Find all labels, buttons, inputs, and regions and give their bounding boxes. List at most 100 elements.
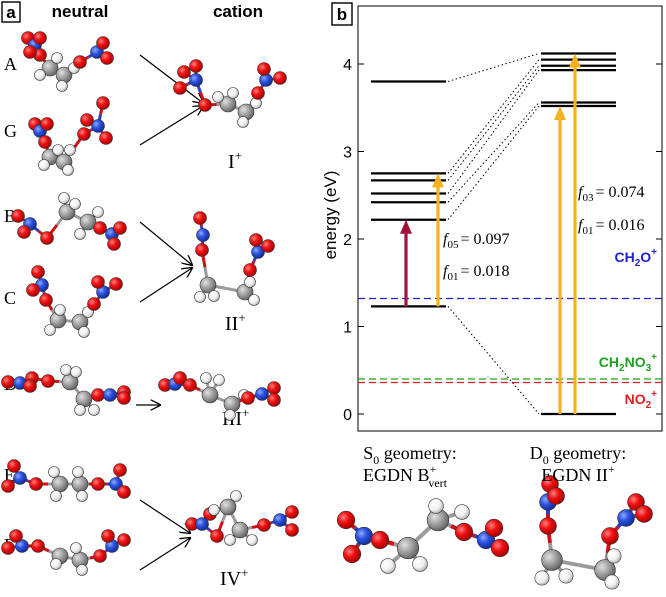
atom-O (1, 479, 15, 493)
atom-H (200, 372, 212, 384)
f01-right-label: f01= 0.016 (578, 217, 644, 237)
atom-O (547, 487, 565, 505)
atom-O (93, 221, 107, 235)
atom-O (77, 127, 91, 141)
atom-H (224, 409, 236, 421)
atom-O (113, 221, 127, 235)
molecule-B (11, 192, 127, 251)
atom-H (454, 504, 470, 520)
atom-O (38, 135, 52, 149)
atom-O (539, 517, 557, 535)
atom-O (11, 209, 25, 223)
atom-O (342, 544, 362, 564)
atom-O (91, 388, 105, 402)
transition-arrow-head (432, 173, 444, 188)
right-caption-line2: EGDN II+ (541, 462, 614, 485)
atom-O (177, 65, 191, 79)
molecule-II (193, 211, 275, 306)
label-B: B (4, 206, 16, 226)
connector-line (447, 53, 540, 82)
atom-O (370, 530, 390, 550)
atom-H (606, 548, 622, 564)
atom-O (87, 297, 101, 311)
atom-O (41, 374, 55, 388)
atom-O (117, 533, 131, 547)
atom-O (96, 36, 110, 50)
atom-N (273, 513, 287, 527)
atom-O (117, 485, 131, 499)
ch2no3-threshold-label: CH2NO3+ (599, 352, 657, 374)
atom-H (380, 558, 396, 574)
atom-H (224, 534, 236, 546)
atom-O (101, 529, 115, 543)
atom-H (248, 294, 260, 306)
panel-a: a neutral cation A G B C D E F I+ II+ II… (1, 1, 653, 590)
atom-H (88, 404, 100, 416)
atom-C (201, 386, 219, 404)
arrow-G-to-I (139, 106, 203, 146)
product-I-label: I+ (228, 148, 242, 173)
atom-H (70, 542, 82, 554)
header-cation: cation (213, 2, 263, 21)
connector-line (447, 102, 540, 203)
transition-arrow-head (400, 219, 412, 234)
atom-N (195, 517, 209, 531)
arrow-A-to-I (139, 54, 203, 103)
atom-C (541, 549, 563, 571)
atom-O (33, 31, 47, 45)
atom-O (484, 518, 504, 538)
transition-arrow-head (569, 53, 581, 68)
atom-O (273, 71, 287, 85)
f05-label: f05= 0.097 (443, 231, 509, 251)
atom-H (72, 466, 84, 478)
atom-N (15, 539, 29, 553)
atom-O (91, 477, 105, 491)
connector-line (447, 59, 540, 174)
threshold-lines (358, 297, 662, 384)
level-connectors (447, 53, 540, 415)
molecule-II-geom (534, 475, 653, 590)
atom-H (237, 116, 249, 128)
transition-arrow-head (554, 106, 566, 120)
label-C: C (4, 288, 16, 308)
atom-N (255, 387, 269, 401)
atom-O (249, 233, 263, 247)
atom-O (23, 379, 37, 393)
atom-O (80, 113, 94, 127)
header-neutral: neutral (52, 2, 109, 21)
atom-H (92, 206, 104, 218)
atom-H (76, 564, 88, 576)
y-tick-label: 2 (343, 232, 352, 249)
atom-H (48, 466, 60, 478)
left-caption-line2: EGDN B+vert (363, 462, 448, 490)
atom-O (100, 51, 114, 65)
molecule-G (28, 96, 113, 176)
atom-O (261, 239, 275, 253)
panel-b-badge-box (331, 2, 353, 26)
label-E: E (4, 465, 15, 485)
molecule-IV (185, 490, 299, 546)
atom-H (74, 228, 86, 240)
label-A: A (4, 54, 17, 74)
atom-O (336, 510, 356, 530)
atom-O (91, 275, 105, 289)
atom-O (9, 529, 23, 543)
panel-b-badge: b (337, 5, 347, 24)
atom-O (267, 393, 281, 407)
atom-H (534, 570, 550, 586)
ch2o-threshold-label: CH2O+ (614, 247, 657, 269)
atom-O (285, 523, 299, 537)
atom-O (198, 98, 212, 112)
atom-H (70, 366, 82, 378)
atom-H (52, 144, 64, 156)
reaction-arrows (136, 54, 203, 571)
atom-O (107, 237, 121, 251)
atom-C (41, 59, 59, 77)
atom-H (50, 558, 62, 570)
atom-O (285, 505, 299, 519)
atom-N (103, 388, 117, 402)
atom-O (454, 522, 474, 542)
atom-O (17, 225, 31, 239)
